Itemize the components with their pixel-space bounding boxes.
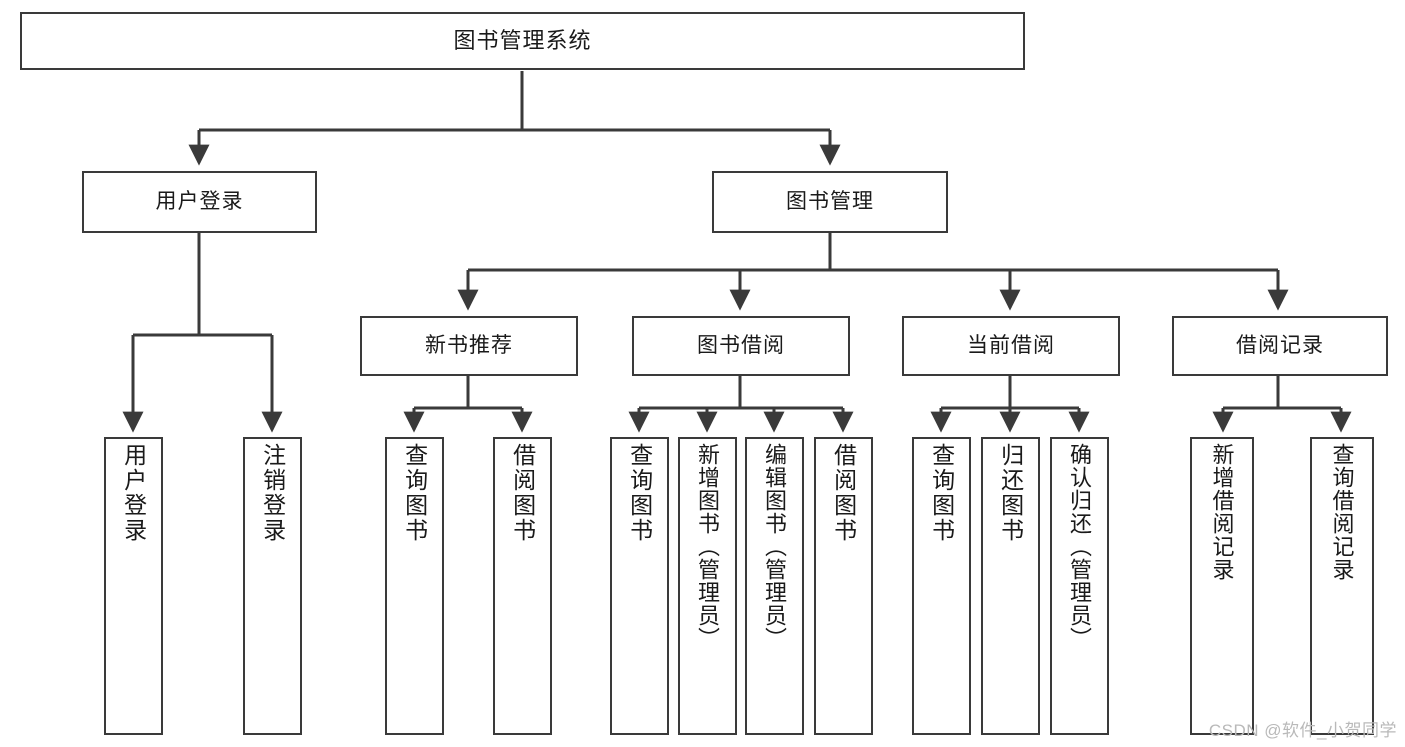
node-label: 新增图书（管理员） (695, 443, 721, 650)
node-label: 借阅记录 (1236, 333, 1324, 357)
leaf-add-book-admin[interactable]: 新增图书（管理员） (678, 437, 737, 735)
node-label: 查询借阅记录 (1329, 443, 1355, 581)
node-new-book-recommendation[interactable]: 新书推荐 (360, 316, 578, 376)
leaf-confirm-return-admin[interactable]: 确认归还（管理员） (1050, 437, 1109, 735)
node-label: 借阅图书 (509, 443, 536, 543)
leaf-user-login[interactable]: 用户登录 (104, 437, 163, 735)
node-label: 用户登录 (155, 189, 244, 213)
node-label: 借阅图书 (830, 443, 857, 543)
leaf-borrow-books-rec[interactable]: 借阅图书 (493, 437, 552, 735)
node-book-borrowing[interactable]: 图书借阅 (632, 316, 850, 376)
node-label: 归还图书 (997, 443, 1024, 543)
node-label: 确认归还（管理员） (1067, 443, 1093, 650)
node-label: 查询图书 (928, 443, 955, 543)
node-root-system[interactable]: 图书管理系统 (20, 12, 1025, 70)
node-book-management[interactable]: 图书管理 (712, 171, 948, 233)
node-label: 查询图书 (626, 443, 653, 543)
node-label: 用户登录 (120, 443, 147, 543)
node-label: 编辑图书（管理员） (762, 443, 788, 650)
node-current-borrowing[interactable]: 当前借阅 (902, 316, 1120, 376)
node-label: 注销登录 (259, 443, 286, 543)
node-user-login[interactable]: 用户登录 (82, 171, 317, 233)
leaf-query-books-current[interactable]: 查询图书 (912, 437, 971, 735)
node-label: 当前借阅 (967, 333, 1055, 357)
node-borrowing-record[interactable]: 借阅记录 (1172, 316, 1388, 376)
leaf-borrow-books-borrow[interactable]: 借阅图书 (814, 437, 873, 735)
leaf-query-borrow-record[interactable]: 查询借阅记录 (1310, 437, 1374, 735)
node-label: 查询图书 (401, 443, 428, 543)
node-label: 图书管理系统 (453, 28, 592, 54)
node-label: 新书推荐 (425, 333, 513, 357)
leaf-edit-book-admin[interactable]: 编辑图书（管理员） (745, 437, 804, 735)
leaf-query-books-rec[interactable]: 查询图书 (385, 437, 444, 735)
leaf-logout[interactable]: 注销登录 (243, 437, 302, 735)
leaf-query-books-borrow[interactable]: 查询图书 (610, 437, 669, 735)
node-label: 图书借阅 (697, 333, 785, 357)
node-label: 图书管理 (786, 189, 874, 213)
leaf-add-borrow-record[interactable]: 新增借阅记录 (1190, 437, 1254, 735)
leaf-return-books[interactable]: 归还图书 (981, 437, 1040, 735)
node-label: 新增借阅记录 (1209, 443, 1235, 581)
